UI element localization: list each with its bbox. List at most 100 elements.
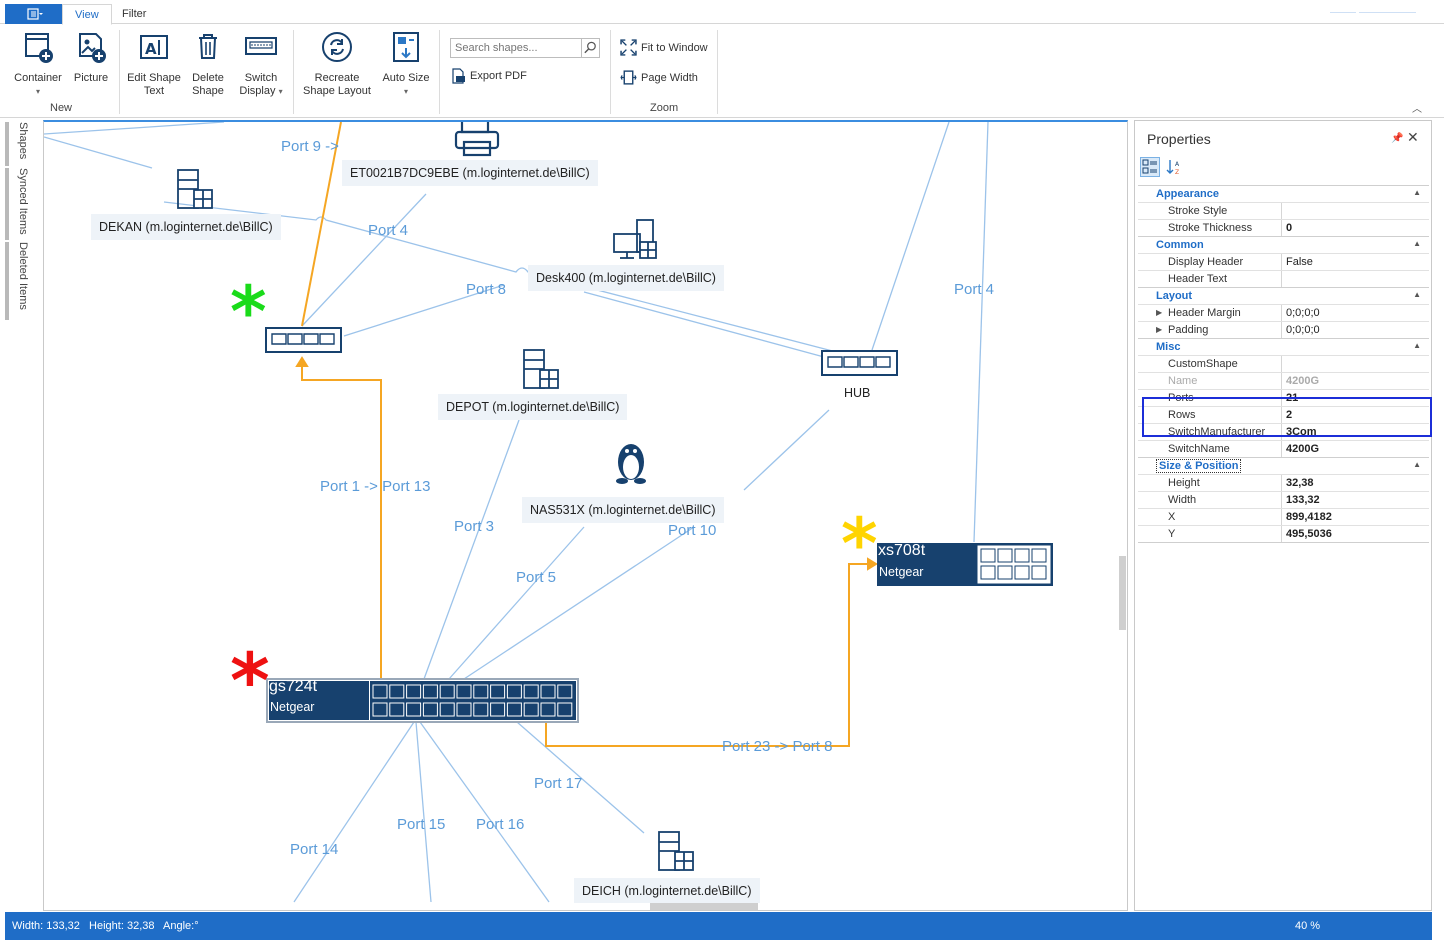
auto-size-button[interactable]: Auto Size ▾ [380,30,432,98]
ethernet-port-icon [406,684,422,699]
zoom-slider-track[interactable] [1330,12,1416,13]
hub-device[interactable] [821,350,898,376]
property-category[interactable]: Size & Position▲ [1138,457,1429,474]
dekan-node-label[interactable]: DEKAN (m.loginternet.de\BillC) [91,214,281,240]
ethernet-port-icon [389,702,405,717]
container-button[interactable]: Container ▾ [10,30,66,98]
search-icon[interactable] [581,39,599,57]
property-value[interactable]: 32,38 [1286,477,1314,489]
property-category-label: Misc [1156,341,1181,353]
pin-icon[interactable]: 📌 [1391,133,1404,144]
printer-node-label[interactable]: ET0021B7DC9EBE (m.loginternet.de\BillC) [342,160,598,186]
collapse-category-icon[interactable]: ▲ [1413,239,1421,248]
collapse-category-icon[interactable]: ▲ [1413,188,1421,197]
expand-icon[interactable]: ▶ [1156,308,1163,317]
categorized-view-button[interactable] [1140,157,1160,177]
text-edit-icon: A [140,35,168,59]
tab-view[interactable]: View [62,4,112,25]
page-width-icon [620,70,637,85]
ethernet-port-icon [439,684,455,699]
ribbon-divider [717,30,718,114]
property-value[interactable]: 4200G [1286,375,1320,387]
file-menu-button[interactable] [5,4,62,24]
canvas-horizontal-scrollbar[interactable] [650,903,758,910]
ethernet-port-icon [540,702,556,717]
property-category[interactable]: Appearance▲ [1138,185,1429,202]
ethernet-port-icon [557,684,573,699]
recreate-shape-layout-button[interactable]: Recreate Shape Layout [300,30,374,98]
property-value[interactable] [1282,203,1286,219]
desk400-node-label[interactable]: Desk400 (m.loginternet.de\BillC) [528,265,724,291]
property-value[interactable]: 0;0;0;0 [1286,324,1320,336]
property-value[interactable]: 2 [1286,409,1293,421]
property-value[interactable]: 899,4182 [1286,511,1332,523]
collapse-category-icon[interactable]: ▲ [1413,341,1421,350]
nas-node-label[interactable]: NAS531X (m.loginternet.de\BillC) [522,497,724,523]
xs708t-name: xs708t [878,542,926,559]
fit-to-window-button[interactable]: Fit to Window [620,39,708,56]
diagram-canvas[interactable]: * * * ET0021B7DC9EBE (m.loginternet.de\B… [43,120,1128,911]
canvas-vertical-scrollbar[interactable] [1119,556,1126,630]
property-row[interactable]: Stroke Style [1138,202,1429,219]
tab-filter[interactable]: Filter [122,8,147,20]
close-icon[interactable]: ✕ [1407,129,1419,145]
hub-node-label[interactable]: HUB [836,380,879,406]
container-icon [25,33,53,63]
property-name: Header Text [1138,271,1282,287]
edit-shape-text-button[interactable]: A Edit Shape Text [124,30,184,98]
property-value[interactable]: 495,5036 [1286,528,1332,540]
collapse-category-icon[interactable]: ▲ [1413,290,1421,299]
gs724t-switch-device[interactable] [266,678,579,723]
small-switch-device[interactable] [265,327,342,353]
port-label: Port 14 [290,841,339,858]
depot-node-label[interactable]: DEPOT (m.loginternet.de\BillC) [438,394,628,420]
ethernet-port-icon [473,684,489,699]
search-input[interactable] [451,39,579,57]
ethernet-port-icon [406,702,422,717]
picture-button[interactable]: Picture [66,30,116,85]
side-tab-deleted-items[interactable]: Deleted Items [5,242,29,320]
xs708t-switch-device[interactable] [877,543,1053,586]
search-shapes-box[interactable] [450,38,600,58]
property-value[interactable]: False [1286,256,1313,268]
property-value[interactable]: 133,32 [1286,494,1320,506]
port-label: Port 9 -> [281,138,339,155]
page-width-button[interactable]: Page Width [620,69,698,86]
property-category[interactable]: Layout▲ [1138,287,1429,304]
ribbon-tab-bar: View Filter [0,0,1444,25]
property-value[interactable] [1282,271,1286,287]
side-tab-synced-items[interactable]: Synced Items [5,168,29,240]
collapse-ribbon-icon[interactable]: ︿ [1412,104,1422,115]
export-pdf-button[interactable]: Export PDF [450,68,527,84]
zoom-slider-thumb[interactable] [1356,6,1359,18]
property-row[interactable]: CustomShape [1138,355,1429,372]
deich-node-label[interactable]: DEICH (m.loginternet.de\BillC) [574,878,760,903]
switch-display-label-1: Switch [244,72,278,84]
property-value[interactable]: 4200G [1286,443,1320,455]
switch-display-button[interactable]: Switch Display ▾ [234,30,288,98]
collapse-category-icon[interactable]: ▲ [1413,460,1421,469]
property-category[interactable]: Misc ▲ [1138,338,1429,355]
property-value[interactable]: 0 [1286,222,1293,234]
property-value[interactable]: 0;0;0;0 [1286,307,1320,319]
expand-icon[interactable]: ▶ [1156,325,1163,334]
yellow-asterisk-icon: * [841,503,878,585]
property-value[interactable] [1282,356,1286,372]
delete-shape-button[interactable]: Delete Shape [186,30,230,98]
side-tab-shapes[interactable]: Shapes [5,122,29,166]
property-row[interactable]: Header Text [1138,270,1429,287]
ethernet-port-icon [1014,565,1030,580]
property-category[interactable]: Common▲ [1138,236,1429,253]
